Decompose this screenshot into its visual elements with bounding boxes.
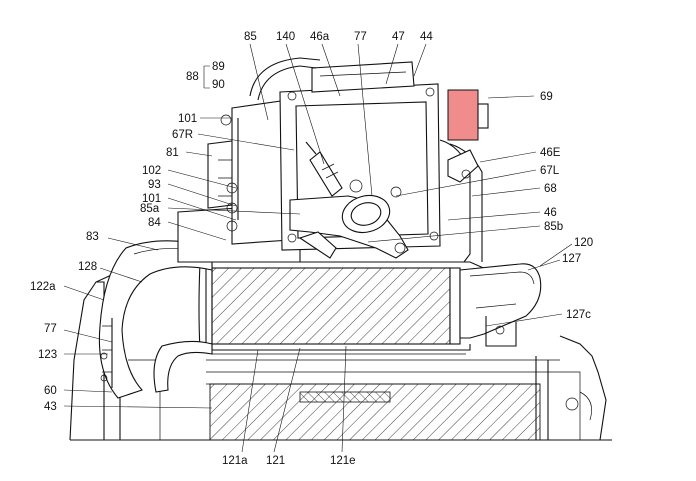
label-140: 140 — [276, 31, 295, 43]
highlighted-component-69 — [447, 89, 489, 141]
label-85a: 85a — [140, 203, 160, 215]
label-47: 47 — [392, 31, 405, 43]
label-120: 120 — [574, 237, 593, 249]
label-44: 44 — [420, 31, 433, 43]
label-46: 46 — [544, 207, 557, 219]
label-121a: 121a — [222, 455, 248, 467]
label-88: 88 — [186, 71, 199, 83]
label-67R: 67R — [172, 129, 193, 141]
label-127: 127 — [562, 253, 581, 265]
label-43: 43 — [44, 401, 57, 413]
cylinder — [198, 261, 489, 355]
label-93: 93 — [148, 179, 161, 191]
label-46a: 46a — [310, 31, 330, 43]
label-77-left: 77 — [44, 323, 57, 335]
label-69: 69 — [540, 91, 553, 103]
exhaust-duct — [459, 263, 542, 347]
rocker-assembly — [289, 141, 409, 259]
label-46E: 46E — [540, 147, 561, 159]
component-69-block — [447, 89, 479, 141]
reference-labels: 88 89 90 85 140 46a 77 47 44 69 101 67R … — [30, 31, 593, 467]
label-77-top: 77 — [354, 31, 367, 43]
label-68: 68 — [544, 183, 557, 195]
side-hose — [439, 139, 483, 263]
label-67L: 67L — [540, 165, 560, 177]
crankcase — [69, 267, 612, 441]
label-60: 60 — [44, 385, 57, 397]
label-84: 84 — [148, 217, 161, 229]
label-123: 123 — [38, 349, 57, 361]
label-101-upper: 101 — [178, 113, 197, 125]
label-85b: 85b — [544, 221, 563, 233]
label-81: 81 — [166, 147, 179, 159]
label-89: 89 — [212, 61, 225, 73]
label-128: 128 — [78, 261, 97, 273]
label-83: 83 — [86, 231, 99, 243]
label-90: 90 — [212, 79, 225, 91]
label-85: 85 — [244, 31, 257, 43]
label-101-lower: 101 — [142, 193, 161, 205]
leader-lines — [63, 43, 573, 453]
label-122a: 122a — [30, 281, 56, 293]
label-102: 102 — [142, 165, 161, 177]
label-127c: 127c — [566, 309, 591, 321]
intake-duct — [98, 240, 213, 399]
label-121: 121 — [266, 455, 285, 467]
label-121e: 121e — [330, 455, 356, 467]
